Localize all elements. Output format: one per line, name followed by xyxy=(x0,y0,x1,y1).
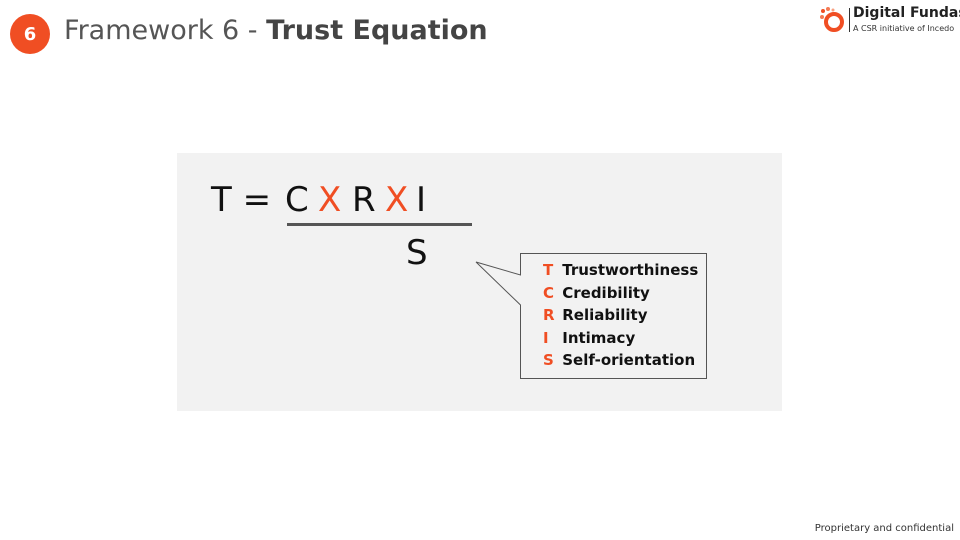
logo: Digital Fundas A CSR initiative of Inced… xyxy=(818,5,960,35)
fraction-line xyxy=(287,223,472,226)
legend-item: R Reliability xyxy=(543,306,648,324)
eq-i: I xyxy=(416,180,427,220)
title-prefix: Framework 6 - xyxy=(64,15,267,46)
equation-lhs: T = xyxy=(211,180,272,220)
eq-c: C xyxy=(285,180,309,220)
eq-denominator: S xyxy=(406,233,428,273)
eq-x2: X xyxy=(385,180,409,220)
legend-item: I Intimacy xyxy=(543,328,636,347)
title-bold: Trust Equation xyxy=(266,15,488,46)
logo-icon xyxy=(820,7,844,32)
legend-item: C Credibility xyxy=(543,283,650,302)
slide-number-badge: 6 xyxy=(10,14,50,54)
eq-r: R xyxy=(352,180,376,220)
logo-name: Digital Fundas xyxy=(853,5,960,21)
legend-item: T Trustworthiness xyxy=(543,261,699,279)
slide-title: Framework 6 - Trust Equation xyxy=(64,15,488,46)
footer-text: Proprietary and confidential xyxy=(814,523,954,534)
legend: T Trustworthiness C Credibility R Reliab… xyxy=(543,259,698,372)
logo-tagline: A CSR initiative of Incedo xyxy=(853,24,955,33)
eq-x1: X xyxy=(318,180,342,220)
legend-item: S Self-orientation xyxy=(543,351,696,369)
